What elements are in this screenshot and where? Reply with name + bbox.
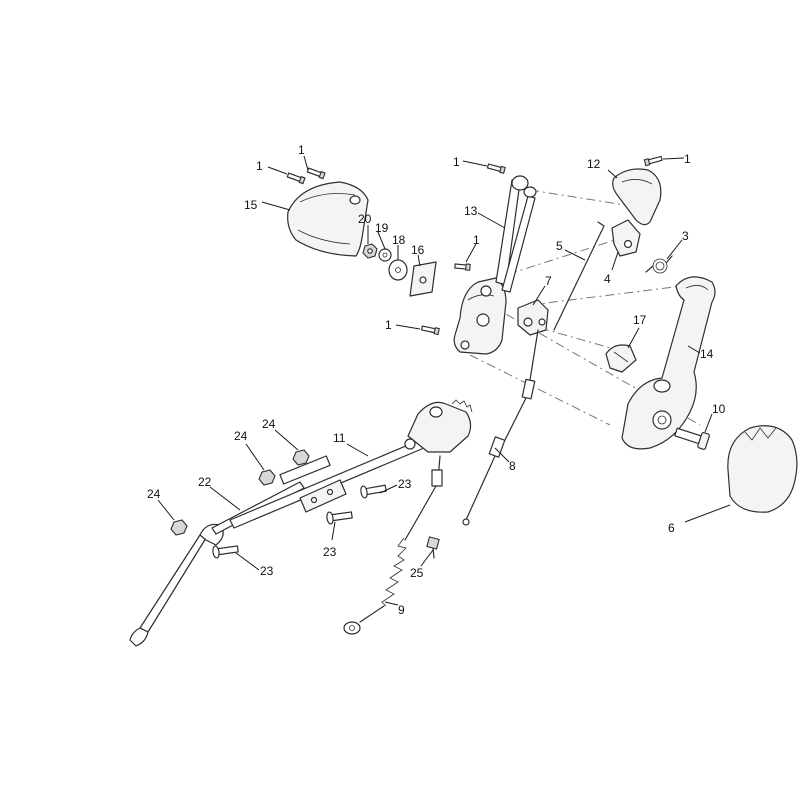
callout-1: 1 [298,143,305,157]
callout-1: 1 [684,152,691,166]
part-16-plate [409,261,437,297]
callout-7: 7 [545,274,552,288]
callout-1: 1 [256,159,263,173]
part-6-cap [727,425,798,513]
callout-1: 1 [473,233,480,247]
part-5-rod [553,221,605,331]
part-20-nut [362,243,378,259]
part-9-spring-cable [343,455,443,635]
callout-9: 9 [398,603,405,617]
callout-23: 23 [323,545,337,559]
callout-12: 12 [587,157,601,171]
callout-13: 13 [464,204,478,218]
callout-16: 16 [411,243,425,257]
part-17-clip [605,344,637,373]
part-19-washer [378,248,392,262]
callout-1: 1 [453,155,460,169]
leader-lines [157,155,731,606]
part-24-nuts [170,449,310,536]
callout-4: 4 [604,272,611,286]
part-25-fastener [426,536,440,559]
callout-11: 11 [333,431,346,445]
part-1-screws [286,155,663,336]
part-10-bolt [674,427,710,450]
callout-22: 22 [198,475,212,489]
callout-3: 3 [682,229,689,243]
part-8-cable [462,329,539,526]
callout-23: 23 [398,477,412,491]
part-13-bracket [453,175,537,355]
part-14-handle [621,276,716,450]
callout-6: 6 [668,521,675,535]
callout-19: 19 [375,221,389,235]
part-11-arm [229,399,473,529]
part-23-pins [212,484,387,559]
part-7-cam [517,299,549,336]
callout-17: 17 [633,313,647,327]
callout-20: 20 [358,212,372,226]
callout-5: 5 [556,239,563,253]
callout-24: 24 [234,429,248,443]
callout-23: 23 [260,564,274,578]
callout-10: 10 [712,402,726,416]
callout-15: 15 [244,198,258,212]
part-18-washer [388,259,408,281]
part-12-grip [612,168,662,226]
callout-8: 8 [509,459,516,473]
callout-1: 1 [385,318,392,332]
callout-24: 24 [147,487,161,501]
callout-14: 14 [700,347,714,361]
callout-18: 18 [392,233,406,247]
callout-25: 25 [410,566,424,580]
part-4-trigger [611,219,641,257]
part-3-spring [645,255,673,274]
callout-labels: 1 1 1 1 1 1 3 4 5 6 7 8 9 10 11 12 13 14… [147,143,726,617]
callout-24: 24 [262,417,276,431]
part-15-left-cover [287,181,369,257]
